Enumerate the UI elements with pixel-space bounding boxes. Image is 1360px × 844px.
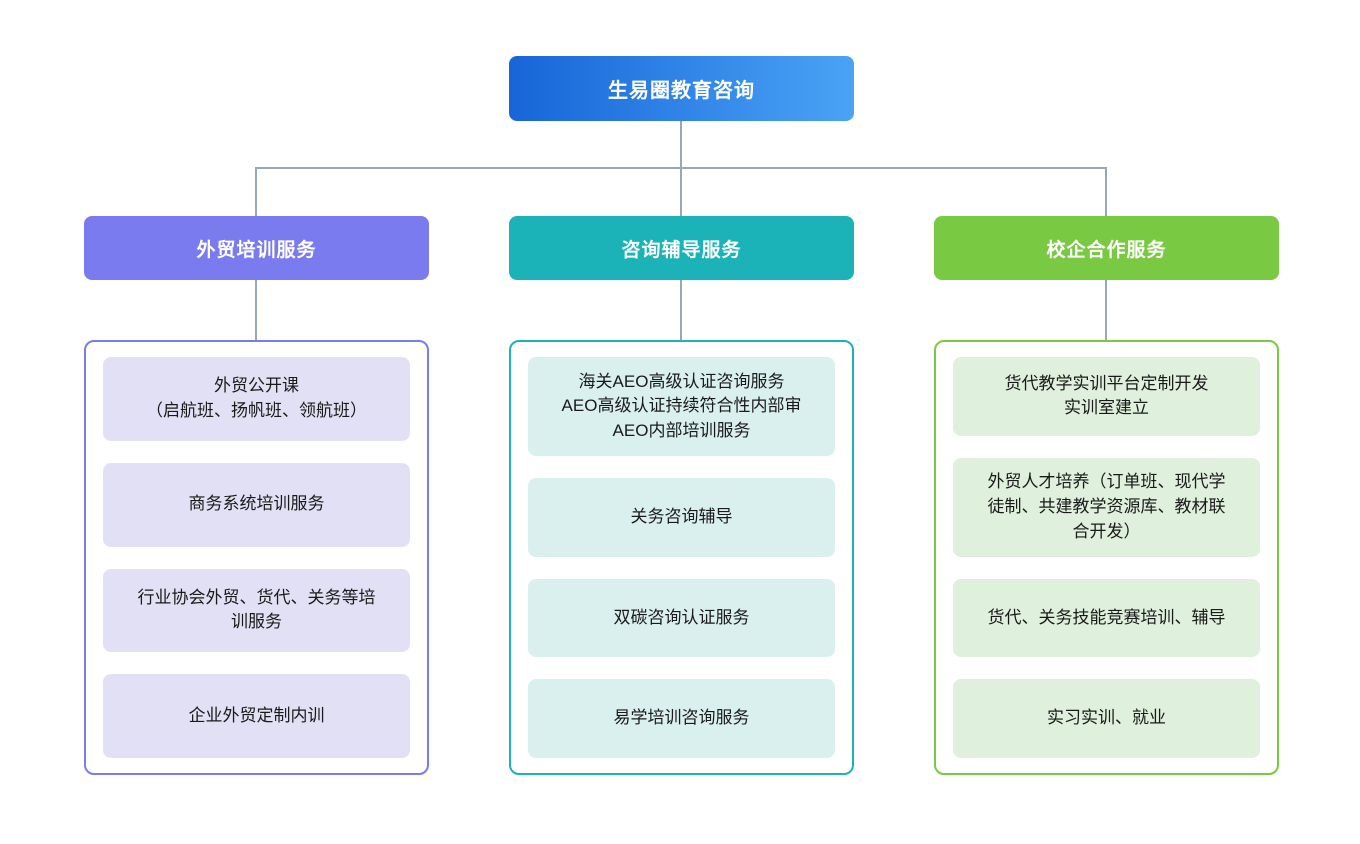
service-card-label: 关务咨询辅导	[631, 505, 733, 530]
service-card[interactable]: 实习实训、就业	[953, 679, 1260, 759]
service-card[interactable]: 行业协会外贸、货代、关务等培训服务	[103, 568, 410, 653]
service-card-line: 企业外贸定制内训	[188, 705, 325, 725]
service-card[interactable]: 双碳咨询认证服务	[528, 578, 835, 658]
connector-drop-col-0	[255, 167, 257, 216]
column-header-0[interactable]: 外贸培训服务	[84, 216, 429, 280]
card-spacer	[528, 657, 835, 679]
service-card-label: 海关AEO高级认证咨询服务 AEO高级认证持续符合性内部审 AEO内部培训服务	[562, 370, 802, 444]
column-header-2-label: 校企合作服务	[1046, 239, 1167, 261]
column-header-1-label: 咨询辅导服务	[621, 239, 742, 261]
connector-stem-col-2	[1105, 280, 1107, 340]
service-card-line: 双碳咨询认证服务	[613, 607, 750, 627]
card-spacer	[103, 652, 410, 674]
service-card[interactable]: 货代教学实训平台定制开发实训室建立	[953, 357, 1260, 436]
service-card-line: 易学培训咨询服务	[613, 708, 750, 728]
service-card-line: 外贸公开课	[214, 376, 299, 396]
service-card-label: 货代教学实训平台定制开发实训室建立	[1005, 372, 1209, 421]
card-spacer	[953, 436, 1260, 458]
service-card[interactable]: 易学培训咨询服务	[528, 679, 835, 759]
column-header-2[interactable]: 校企合作服务	[934, 216, 1279, 280]
service-card-label: 商务系统培训服务	[189, 492, 325, 517]
service-card[interactable]: 货代、关务技能竞赛培训、辅导	[953, 578, 1260, 658]
connector-drop-col-2	[1105, 167, 1107, 216]
service-card[interactable]: 海关AEO高级认证咨询服务 AEO高级认证持续符合性内部审 AEO内部培训服务	[528, 357, 835, 457]
service-card-line: 实训室建立	[1064, 398, 1149, 418]
service-card-label: 易学培训咨询服务	[614, 706, 750, 731]
service-card-line: 实习实训、就业	[1047, 708, 1166, 728]
service-card-line: AEO内部培训服务	[612, 420, 751, 440]
service-card-line: AEO高级认证持续符合性内部审	[561, 396, 802, 416]
connector-drop-col-1	[680, 167, 682, 216]
service-card[interactable]: 关务咨询辅导	[528, 478, 835, 557]
column-header-1[interactable]: 咨询辅导服务	[509, 216, 854, 280]
service-card-line: 货代、关务技能竞赛培训、辅导	[987, 607, 1226, 627]
column-box-0: 外贸公开课 （启航班、扬帆班、领航班） 商务系统培训服务行业协会外贸、货代、关务等培…	[84, 340, 429, 775]
service-card-label: 企业外贸定制内训	[189, 704, 325, 729]
service-card-label: 货代、关务技能竞赛培训、辅导	[988, 606, 1226, 631]
service-card[interactable]: 商务系统培训服务	[103, 462, 410, 547]
service-card[interactable]: 外贸公开课 （启航班、扬帆班、领航班）	[103, 357, 410, 441]
service-card-label: 行业协会外贸、货代、关务等培训服务	[138, 586, 376, 635]
service-card-line: 商务系统培训服务	[188, 494, 325, 514]
service-card[interactable]: 外贸人才培养（订单班、现代学徒制、共建教学资源库、教材联合开发）	[953, 457, 1260, 557]
service-card[interactable]: 企业外贸定制内训	[103, 674, 410, 758]
connector-stem-col-1	[680, 280, 682, 340]
service-card-line: 海关AEO高级认证咨询服务	[578, 371, 785, 391]
card-spacer	[103, 441, 410, 463]
service-card-line: 合开发）	[1072, 521, 1141, 541]
service-card-line: 行业协会外贸、货代、关务等培	[137, 587, 376, 607]
service-card-line: 徒制、共建教学资源库、教材联	[987, 496, 1226, 516]
service-card-line: 货代教学实训平台定制开发	[1004, 373, 1209, 393]
service-card-label: 双碳咨询认证服务	[614, 606, 750, 631]
service-card-label: 实习实训、就业	[1047, 706, 1166, 731]
column-box-2: 货代教学实训平台定制开发实训室建立外贸人才培养（订单班、现代学徒制、共建教学资源…	[934, 340, 1279, 775]
card-spacer	[103, 547, 410, 569]
service-card-label: 外贸公开课 （启航班、扬帆班、领航班）	[146, 374, 367, 423]
connector-stem-col-0	[255, 280, 257, 340]
card-spacer	[528, 557, 835, 579]
service-card-line: 关务咨询辅导	[630, 507, 733, 527]
column-box-1: 海关AEO高级认证咨询服务 AEO高级认证持续符合性内部审 AEO内部培训服务关务咨…	[509, 340, 854, 775]
root-node[interactable]: 生易圈教育咨询	[509, 56, 854, 121]
root-node-label: 生易圈教育咨询	[608, 80, 755, 102]
service-card-line: 外贸人才培养（订单班、现代学	[987, 472, 1226, 492]
service-card-label: 外贸人才培养（订单班、现代学徒制、共建教学资源库、教材联合开发）	[988, 470, 1226, 544]
card-spacer	[953, 557, 1260, 579]
service-card-line: （启航班、扬帆班、领航班）	[146, 400, 367, 420]
card-spacer	[528, 456, 835, 478]
column-header-0-label: 外贸培训服务	[196, 239, 317, 261]
card-spacer	[953, 657, 1260, 679]
service-card-line: 训服务	[231, 612, 282, 632]
connector-root-stem	[680, 121, 682, 168]
